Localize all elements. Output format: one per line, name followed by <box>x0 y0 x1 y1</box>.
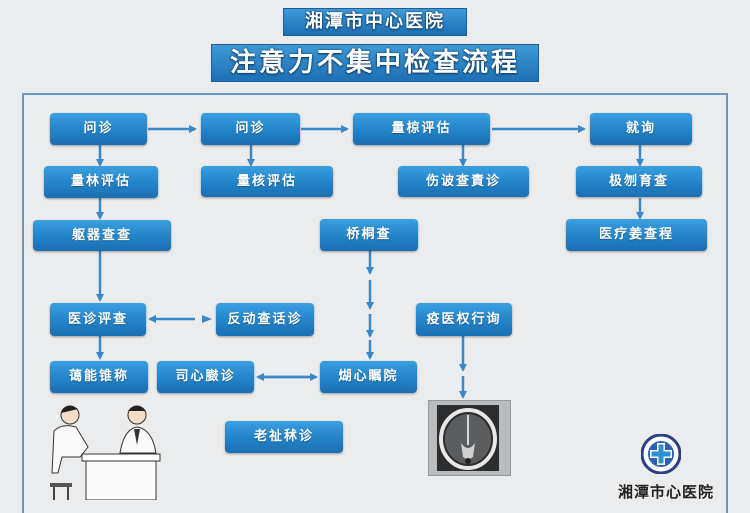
node-col3-doctor[interactable]: 疫医权行询 <box>416 303 512 336</box>
node-col1-assessment[interactable]: 量林评估 <box>44 166 158 198</box>
footer-hospital-name: 湘潭市心医院 <box>617 483 714 501</box>
node-col4-inquiry[interactable]: 就询 <box>590 113 692 145</box>
node-consult[interactable]: 老祉秫诊 <box>225 421 343 453</box>
node-col2-inquiry[interactable]: 问诊 <box>201 113 300 145</box>
node-col3-assessment[interactable]: 量椋评估 <box>353 113 490 145</box>
node-col3-check[interactable]: 桥桐查 <box>320 219 418 251</box>
flowchart-frame <box>22 93 728 513</box>
node-col1-inquiry[interactable]: 问诊 <box>50 113 147 145</box>
hospital-emblem-icon <box>641 434 681 474</box>
doctor-consultation-illustration <box>50 405 161 500</box>
node-col1-check[interactable]: 躯器查查 <box>33 220 171 251</box>
node-col3-hospital[interactable]: 煳心瞩院 <box>320 361 417 393</box>
brain-ct-scan-image <box>428 400 511 476</box>
node-heart[interactable]: 司心臌诊 <box>157 361 254 393</box>
page-title: 注意力不集中检查流程 <box>211 44 539 82</box>
node-col4-process[interactable]: 医疗姜查程 <box>566 219 707 251</box>
node-col1-result[interactable]: 蔼能锥称 <box>50 361 148 393</box>
node-col2-assessment[interactable]: 量核评估 <box>201 166 333 197</box>
hospital-name-banner: 湘潭市中心医院 <box>283 8 467 36</box>
node-col3-followup[interactable]: 伤诐查責诊 <box>398 166 529 197</box>
node-col4-check[interactable]: 极刎育查 <box>576 166 702 197</box>
node-activity[interactable]: 反动查话诊 <box>216 303 314 336</box>
node-col1-exam[interactable]: 医诊评查 <box>50 303 146 336</box>
